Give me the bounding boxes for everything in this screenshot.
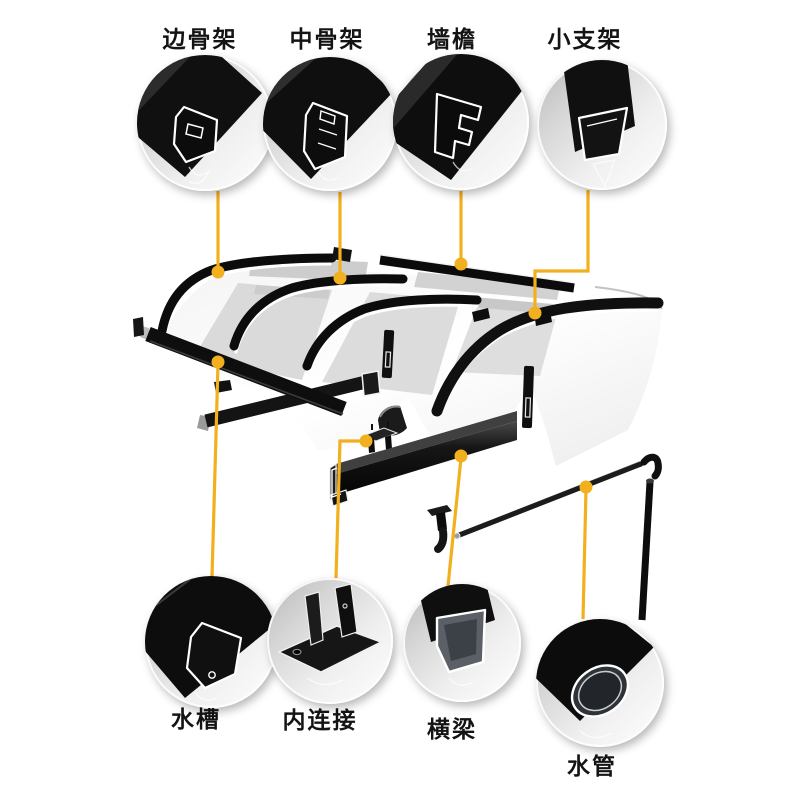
crossbeam-profile-photo [417, 584, 495, 686]
callout-circle-small-bracket [537, 60, 667, 190]
drain-rod [454, 461, 644, 539]
crossbeam-part [329, 411, 517, 507]
wall-eave-profile-photo [393, 54, 529, 180]
wall-eave-bar [332, 247, 575, 293]
part-label-mid-frame: 中骨架 [289, 26, 365, 52]
part-label-edge-frame: 边骨架 [162, 26, 238, 52]
callout-circle-edge-frame [137, 55, 273, 191]
gutter-bar [145, 326, 347, 417]
part-label-inner-connector: 内连接 [282, 707, 358, 733]
small-brackets [381, 308, 552, 429]
wall-clip-and-elbow [427, 505, 452, 553]
inner-connector-photo [277, 583, 383, 686]
mid-frame-profile-photo [263, 57, 393, 181]
rib-front-right [431, 297, 664, 417]
edge-frame-profile-photo [137, 55, 262, 184]
part-label-wall-eave: 墙檐 [427, 26, 477, 52]
rib-mid-2 [302, 294, 482, 371]
small-bracket-profile-photo [562, 60, 635, 188]
part-label-crossbeam: 横梁 [427, 716, 477, 742]
callout-circle-water-pipe [536, 619, 664, 747]
callout-dots [211, 257, 593, 494]
part-label-water-pipe: 水管 [567, 753, 617, 779]
callout-circle-mid-frame [263, 57, 397, 191]
callout-lines [210, 190, 590, 620]
gutter-profile-photo [145, 576, 277, 701]
water-pipe-photo [536, 619, 654, 739]
callout-circle-inner-connector [267, 578, 393, 704]
callout-circle-wall-eave [393, 54, 529, 190]
callout-circle-gutter [145, 576, 277, 708]
callout-circle-crossbeam [403, 584, 521, 702]
support-pole [638, 481, 654, 621]
part-label-gutter: 水槽 [171, 706, 221, 732]
part-label-small-bracket: 小支架 [547, 26, 623, 52]
front-rod-and-pole [453, 453, 662, 621]
rib-mid-1 [229, 274, 408, 351]
